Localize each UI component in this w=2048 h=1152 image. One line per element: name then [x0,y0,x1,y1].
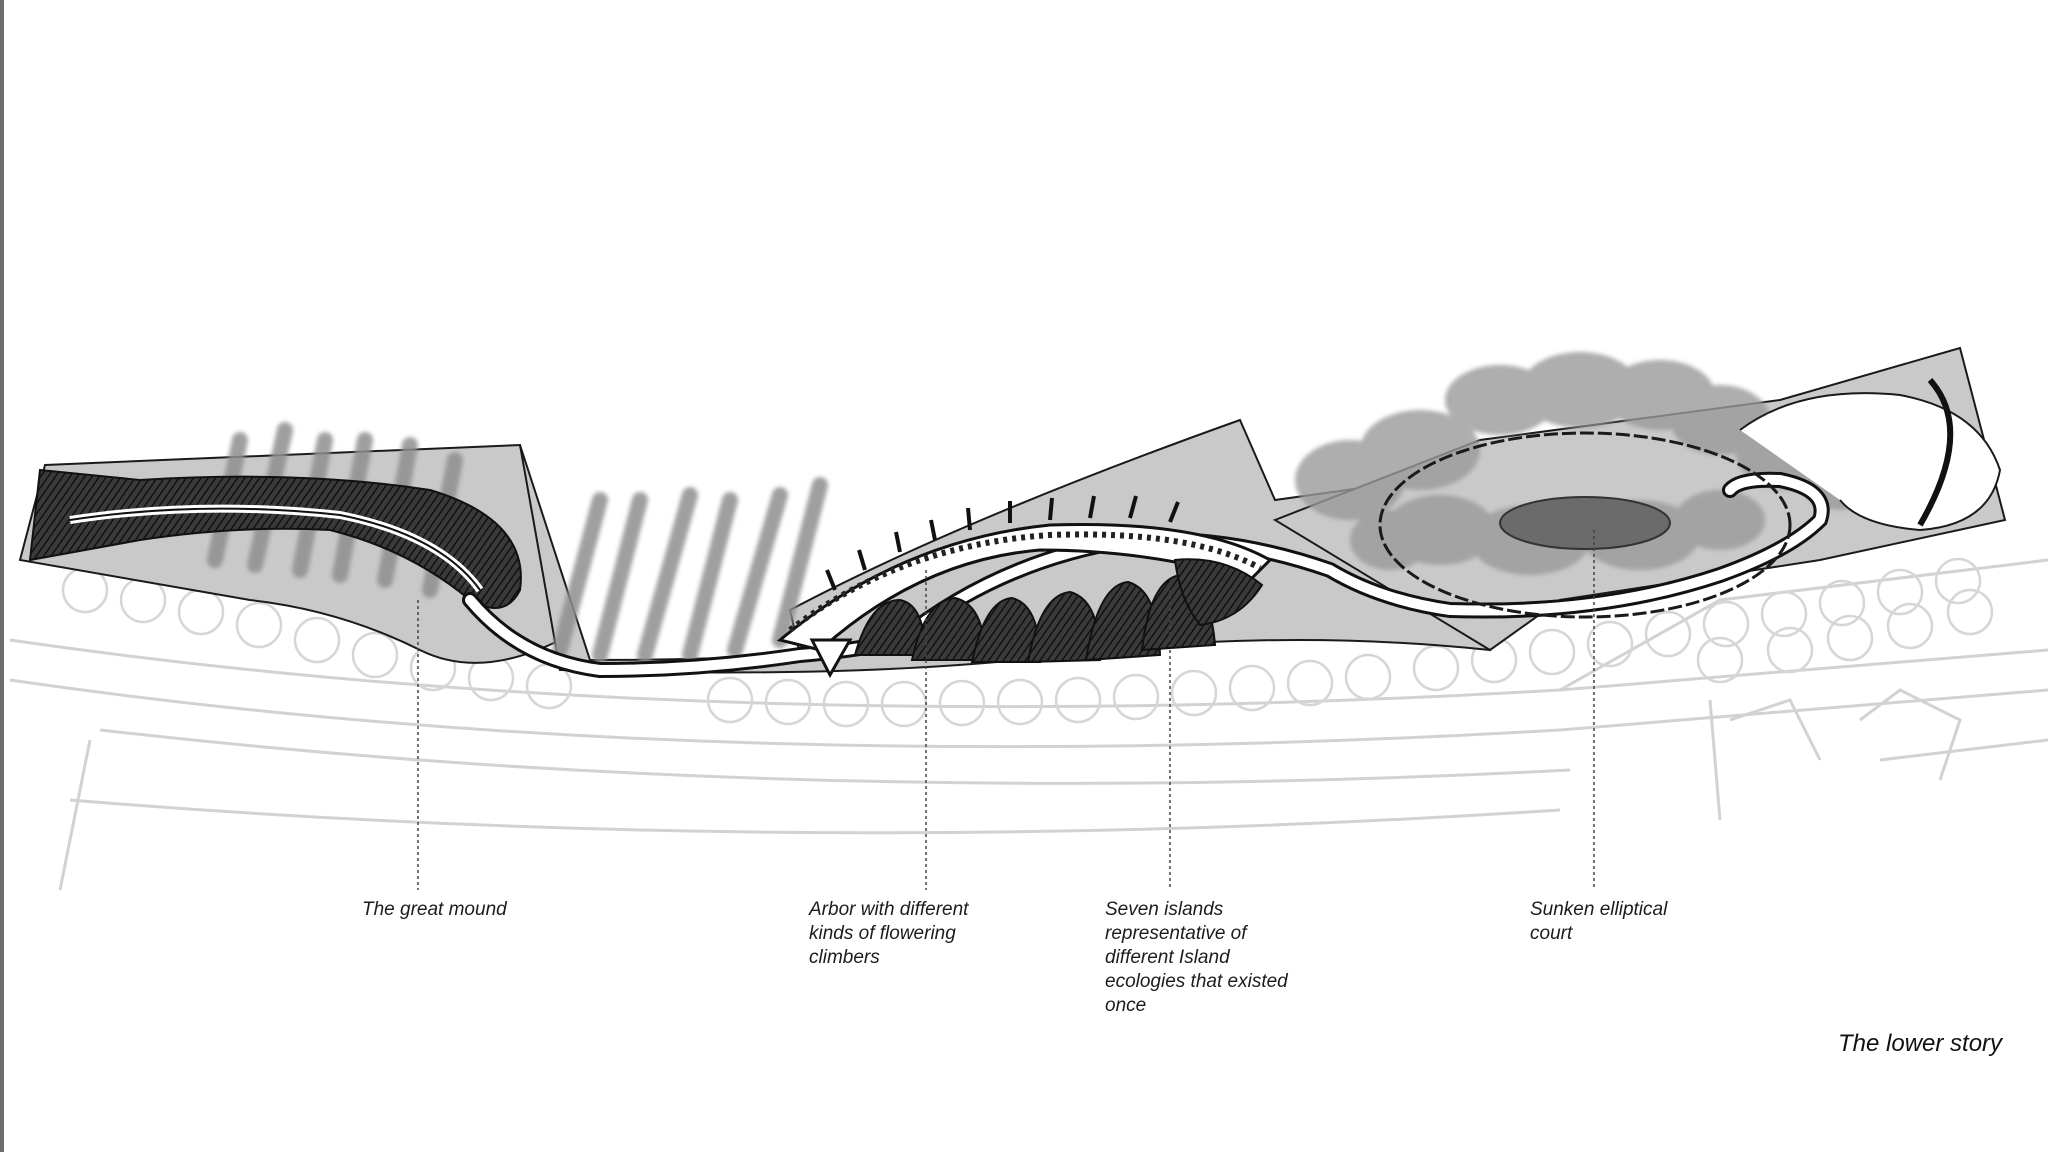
label-sunken-court: Sunken elliptical court [1530,899,1668,944]
great-mound [28,468,522,609]
winding-path [462,471,1830,679]
island-7 [1173,558,1264,627]
label-seven-islands: Seven islands representative of differen… [1105,899,1288,1016]
sunken-court [1378,431,1792,619]
arbor [776,495,1273,679]
label-arbor: Arbor with different kinds of flowering … [809,899,969,968]
seven-islands [853,558,1264,664]
base-plan-road [9,558,2048,891]
sunken-oval [1499,496,1671,550]
leader-lines [417,530,1595,890]
east-loop [1739,377,2002,532]
label-great-mound: The great mound [362,899,507,920]
caption-lower-story: The lower story [1838,1030,2003,1057]
left-edge-rule [0,0,4,1152]
